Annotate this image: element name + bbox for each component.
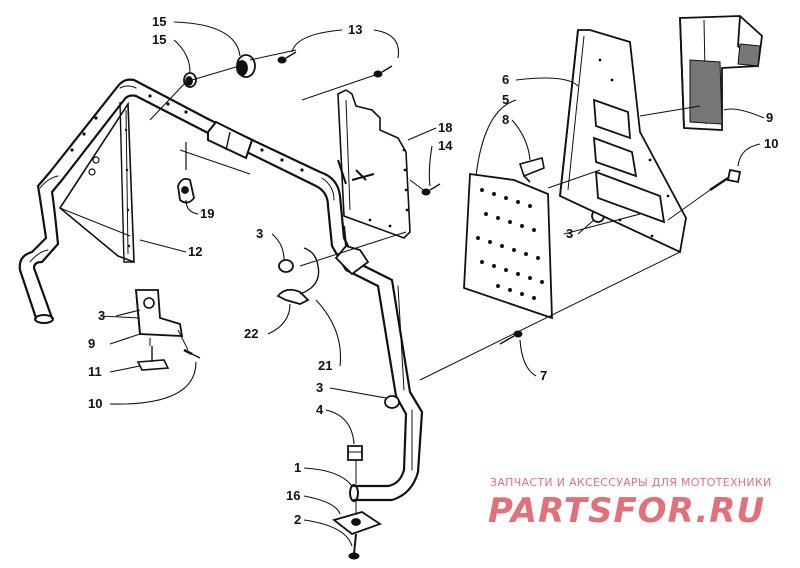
callout-8: 8 — [502, 112, 509, 127]
callout-12: 10 — [88, 396, 102, 411]
watermark-brand: PARTSFOR.RU — [488, 491, 765, 531]
callout-5: 5 — [502, 92, 509, 107]
assembly-lines — [59, 49, 711, 514]
clip-20 — [177, 142, 195, 204]
callout-19: 18 — [438, 120, 452, 135]
callout-16: 15 — [152, 14, 166, 29]
nut-4 — [347, 445, 363, 461]
callout-3-left: 3 — [98, 308, 105, 323]
small-plate — [136, 346, 170, 371]
right-side-panel — [559, 29, 687, 254]
callout-3-bottom: 3 — [316, 380, 323, 395]
callout-18: 16 — [286, 488, 300, 503]
left-side-panel — [58, 101, 135, 264]
bolt-2 — [348, 533, 360, 560]
clip-8 — [518, 157, 545, 183]
nut-17 — [183, 72, 197, 88]
callout-3-center: 3 — [256, 226, 263, 241]
bolt-10 — [709, 168, 742, 191]
foot-pad — [332, 511, 382, 536]
watermark: ЗАПЧАСТИ И АКСЕССУАРЫ ДЛЯ МОТОТЕХНИКИ PA… — [488, 476, 772, 531]
main-frame — [18, 78, 424, 502]
callout-1: 1 — [294, 460, 301, 475]
screw-7 — [499, 330, 523, 345]
center-back-panel — [337, 89, 411, 239]
watermark-tagline: ЗАПЧАСТИ И АКСЕССУАРЫ ДЛЯ МОТОТЕХНИКИ — [490, 476, 772, 489]
callout-17: 15 — [152, 32, 166, 47]
knob-16 — [236, 54, 256, 78]
callout-11: 9 — [88, 336, 95, 351]
cable-bracket — [276, 225, 370, 305]
callout-labels: 15 15 13 18 14 19 12 3 22 21 3 9 11 10 3… — [88, 14, 778, 527]
foam-block-9 — [679, 15, 763, 131]
callout-20: 19 — [200, 206, 214, 221]
center-hinge-bracket — [207, 120, 254, 160]
perforated-panel — [463, 172, 553, 320]
callout-2: 2 — [294, 512, 301, 527]
callout-13: 11 — [88, 364, 102, 379]
callout-21: 21 — [318, 358, 332, 373]
callout-15-top: 13 — [348, 22, 362, 37]
callout-15-right: 14 — [438, 138, 453, 153]
callout-4: 4 — [316, 402, 324, 417]
callout-7: 7 — [540, 368, 547, 383]
callout-6: 6 — [502, 72, 509, 87]
callout-22: 22 — [244, 326, 258, 341]
callout-14: 12 — [188, 244, 202, 259]
small-screw — [183, 348, 201, 359]
leader-lines — [109, 21, 765, 547]
callout-10: 10 — [764, 136, 778, 151]
left-mount-bracket — [135, 289, 184, 337]
callout-9: 9 — [766, 110, 773, 125]
nuts-3 — [278, 209, 605, 409]
callout-3-right: 3 — [566, 226, 573, 241]
